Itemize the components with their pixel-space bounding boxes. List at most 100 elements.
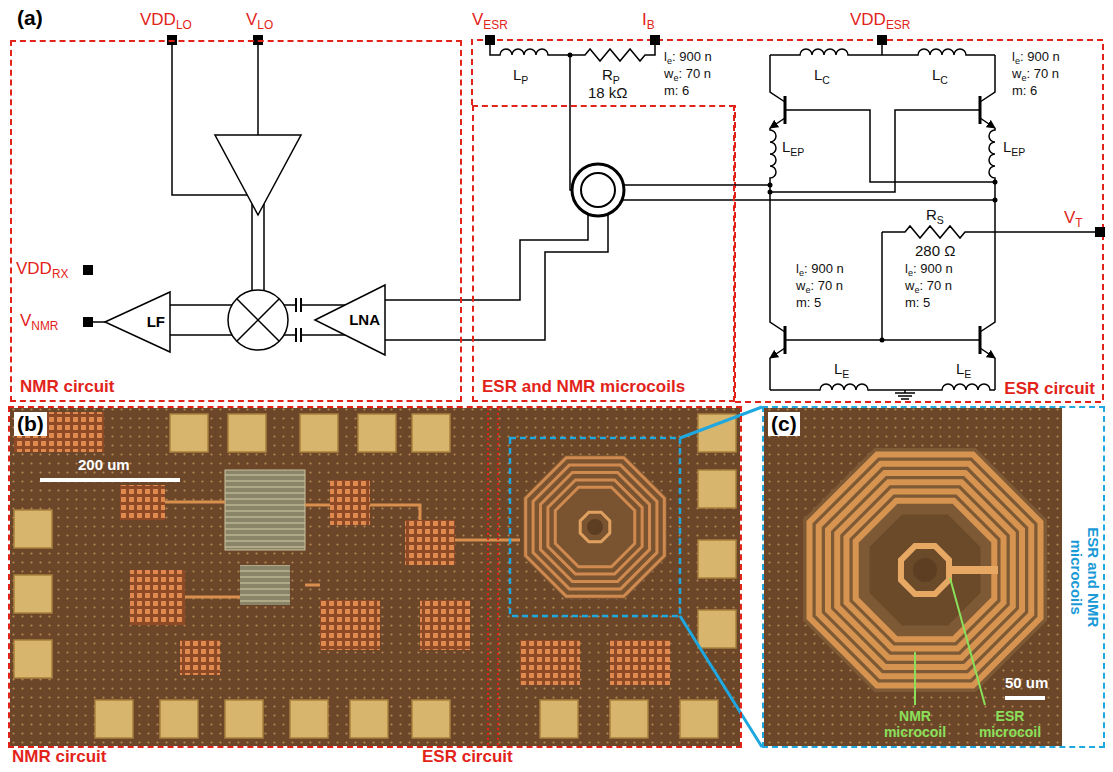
label-text: w	[1012, 66, 1021, 81]
microcoil-region: ESR and NMR microcoils	[472, 105, 735, 402]
component-label: LEP	[782, 138, 804, 158]
leader-line	[915, 578, 985, 705]
label-text: e	[914, 285, 919, 295]
label-text: (b)	[17, 412, 44, 435]
label-text: 18 kΩ	[588, 84, 628, 101]
microcoil-photo-frame: ESR and NMR microcoils	[762, 406, 1105, 748]
label-text: I	[642, 10, 647, 29]
label-text: L	[814, 66, 822, 83]
node-label: ESR and NMR microcoils	[1068, 517, 1103, 637]
component-label: LE	[956, 360, 971, 380]
label-text: e	[799, 268, 804, 278]
label-text: E	[842, 368, 849, 380]
transistor-parameter: le: 900 n	[796, 262, 844, 279]
label-text: (c)	[771, 412, 797, 435]
label-text: m: 5	[905, 295, 930, 310]
label-text: : 900 n	[1020, 49, 1060, 64]
signal-wire	[385, 339, 472, 341]
scale-label: 200 um	[78, 456, 130, 473]
capacitor-symbol	[296, 298, 301, 342]
label-text: ESR microcoil	[979, 708, 1041, 740]
triangle-shape	[105, 292, 170, 352]
label-text: LO	[257, 18, 273, 32]
label-text: e	[1015, 56, 1020, 66]
component-label: LEP	[1003, 138, 1025, 158]
pin-label: VDDLO	[140, 10, 192, 33]
signal-wire	[385, 299, 472, 301]
label-text: ESR	[886, 18, 910, 32]
component-label: LP	[513, 66, 528, 86]
label-text: S	[937, 214, 944, 226]
esr-circuit-region: ESR circuit	[735, 40, 1103, 402]
transistor-parameter: m: 6	[1012, 84, 1037, 99]
label-text: e	[1021, 73, 1026, 83]
label-text: V	[20, 311, 31, 330]
label-text: : 900 n	[804, 261, 844, 276]
label-text: m: 6	[1012, 83, 1037, 98]
node-label: ESR and NMR microcoils	[482, 377, 685, 397]
lo-buffer-triangle	[215, 135, 301, 215]
node-label: NMR circuit	[20, 377, 114, 397]
label-text: (a)	[17, 6, 43, 29]
label-text: EP	[1011, 146, 1025, 158]
pin-label: VLO	[246, 10, 273, 33]
triangle-shape	[315, 285, 385, 355]
label-text: P	[613, 74, 620, 86]
label-text: 50 um	[1005, 674, 1048, 691]
label-text: L	[834, 360, 842, 377]
label-text: : 70 n	[1026, 66, 1059, 81]
component-label: RP	[602, 66, 620, 86]
lowpass-filter-triangle: LF	[105, 292, 170, 352]
pin-label: VESR	[472, 10, 508, 33]
label-text: V	[472, 10, 483, 29]
label-text: V	[1064, 208, 1075, 227]
label-text: NMR	[31, 319, 58, 333]
label-text: E	[964, 368, 971, 380]
transistor-parameter: m: 5	[796, 296, 821, 311]
pin-label: VT	[1064, 208, 1083, 231]
transistor-parameter: we: 70 n	[905, 279, 952, 296]
node-label: ESR circuit	[1004, 379, 1095, 399]
label-text: VDD	[140, 10, 176, 29]
label-text: l	[664, 49, 667, 64]
label-text: : 70 n	[919, 278, 952, 293]
scale-bar	[40, 478, 180, 482]
label-text: : 70 n	[810, 278, 843, 293]
ground-symbol	[895, 390, 915, 399]
transistor-parameter: m: 6	[664, 84, 689, 99]
label-text: e	[908, 268, 913, 278]
label-text: l	[1012, 49, 1015, 64]
component-label: LE	[834, 360, 849, 380]
label-text: R	[602, 66, 613, 83]
component-value: 18 kΩ	[588, 84, 628, 101]
transistor-parameter: le: 900 n	[664, 50, 712, 67]
label-text: LO	[176, 18, 192, 32]
label-text: : 900 n	[913, 261, 953, 276]
label-text: L	[782, 138, 790, 155]
label-text: NMR microcoil	[884, 708, 946, 740]
callout-label: NMR microcoil	[875, 708, 955, 740]
label-text: C	[940, 74, 948, 86]
label-text: l	[796, 261, 799, 276]
transistor-parameter: we: 70 n	[1012, 67, 1059, 84]
label-text: EP	[790, 146, 804, 158]
label-text: ESR	[483, 18, 507, 32]
component-label: RS	[926, 206, 944, 226]
transistor-parameter: le: 900 n	[1012, 50, 1060, 67]
node-label: LF	[147, 313, 165, 330]
chip-micrograph	[10, 407, 762, 747]
label-text: C	[822, 74, 830, 86]
transistor-parameter: le: 900 n	[905, 262, 953, 279]
label-text: e	[673, 73, 678, 83]
panel-label: (c)	[768, 412, 800, 436]
nmr-circuit-region: NMR circuit LF LNA	[10, 40, 462, 402]
pin-label: VDDRX	[16, 259, 68, 282]
panel-label: (b)	[14, 412, 47, 436]
node-label: LNA	[349, 311, 380, 328]
label-text: VDD	[850, 10, 886, 29]
label-text: V	[246, 10, 257, 29]
label-text: L	[956, 360, 964, 377]
label-text: l	[905, 261, 908, 276]
transistor-parameter: m: 5	[905, 296, 930, 311]
esr-schematic	[770, 45, 1095, 399]
